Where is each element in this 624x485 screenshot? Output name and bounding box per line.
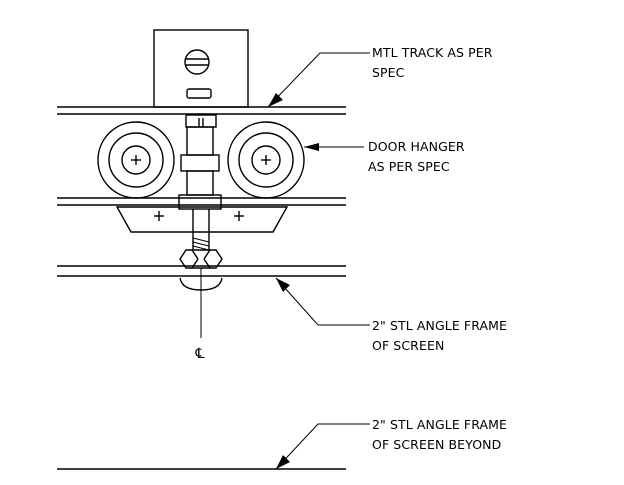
callout-frame-line1: 2" STL ANGLE FRAME xyxy=(372,318,507,333)
leaders xyxy=(267,52,370,470)
centerline-symbol: ℄ xyxy=(195,346,205,362)
callout-labels: MTL TRACK AS PER SPEC DOOR HANGER AS PER… xyxy=(368,45,507,452)
callout-track-line2: SPEC xyxy=(372,65,405,80)
left-wheel xyxy=(97,121,175,199)
mounting-bracket xyxy=(153,29,249,108)
callout-beyond-line1: 2" STL ANGLE FRAME xyxy=(372,417,507,432)
metal-track xyxy=(57,106,346,206)
callout-hanger-line2: AS PER SPEC xyxy=(368,159,450,174)
callout-track-line1: MTL TRACK AS PER xyxy=(372,45,493,60)
centerline: ℄ xyxy=(195,268,205,362)
door-hanger xyxy=(97,114,305,269)
right-wheel xyxy=(227,121,305,199)
callout-hanger-line1: DOOR HANGER xyxy=(368,139,465,154)
callout-frame-line2: OF SCREEN xyxy=(372,338,444,353)
callout-beyond-line2: OF SCREEN BEYOND xyxy=(372,437,501,452)
